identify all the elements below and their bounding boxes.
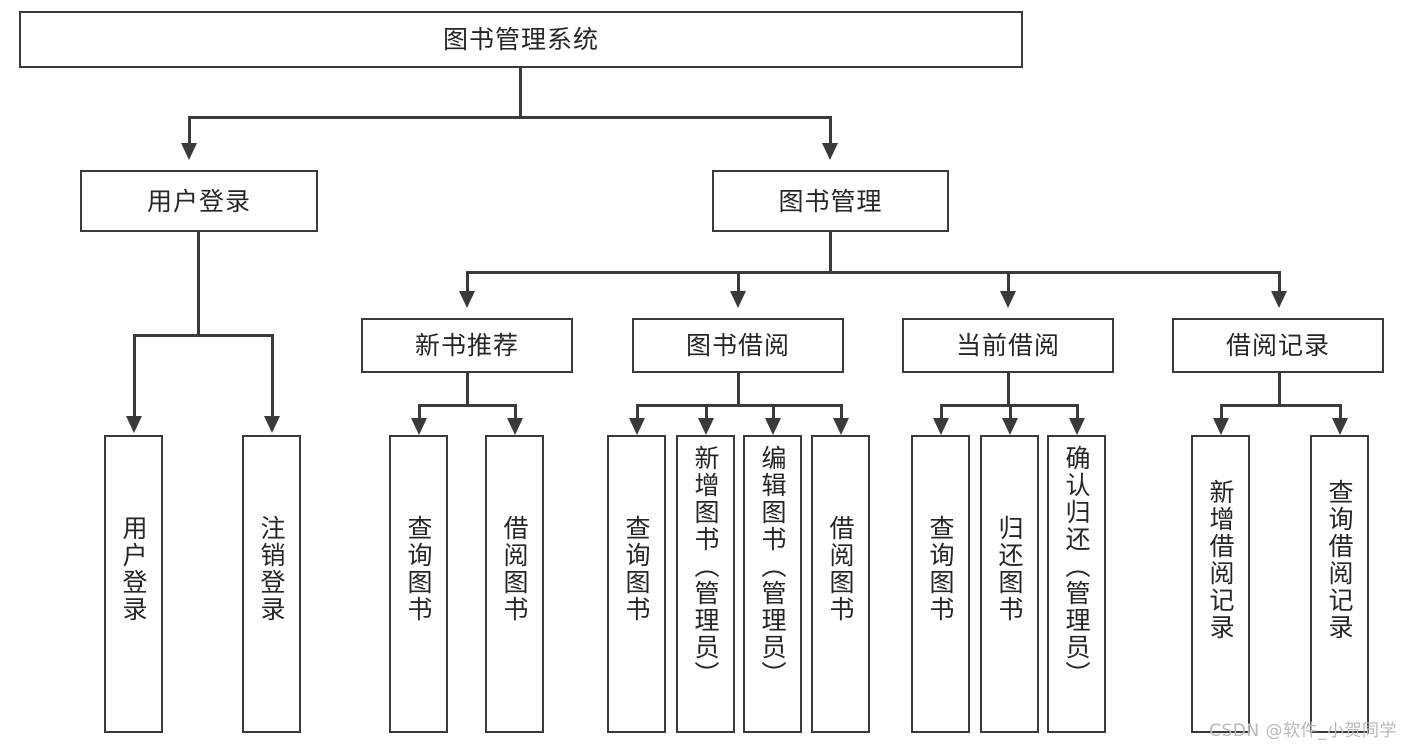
arrowhead-bb-leaf-4 (833, 418, 849, 435)
edge-bm-to-book-borrow (737, 271, 740, 293)
node-label: 新增借阅记录 (1206, 479, 1235, 641)
edge-cb-to-leaf-1 (940, 404, 943, 420)
edge-borrow-record-stem (1278, 373, 1281, 406)
node-label: 查询图书 (926, 515, 955, 623)
arrowhead-user-login-leaf-1 (126, 416, 142, 433)
arrowhead-new-book-recommend (459, 291, 475, 308)
edge-book-management-bar (466, 271, 1278, 274)
edge-cb-to-leaf-2 (1009, 404, 1012, 420)
edge-new-book-to-leaf-2 (514, 404, 517, 420)
leaf-current-borrow-return-book[interactable]: 归还图书 (980, 435, 1039, 733)
node-label: 查询图书 (404, 515, 433, 623)
edge-bb-to-leaf-2 (705, 404, 708, 420)
arrowhead-to-user-login (181, 143, 197, 160)
arrowhead-to-book-management (822, 143, 838, 160)
edge-current-borrow-stem (1007, 373, 1010, 406)
edge-root-to-user-login (188, 116, 191, 145)
node-label: 用户登录 (146, 186, 251, 216)
node-label: 当前借阅 (955, 331, 1060, 360)
arrowhead-bb-leaf-1 (629, 418, 645, 435)
arrowhead-borrow-record (1271, 291, 1287, 308)
edge-br-to-leaf-1 (1220, 404, 1223, 420)
edge-borrow-record-bar (1220, 404, 1341, 407)
edge-cb-to-leaf-3 (1076, 404, 1079, 420)
arrowhead-cb-leaf-1 (933, 418, 949, 435)
node-book-management[interactable]: 图书管理 (712, 170, 949, 232)
edge-root-bar (188, 116, 831, 119)
node-label: 用户登录 (119, 515, 148, 623)
leaf-book-borrow-query-book[interactable]: 查询图书 (607, 435, 666, 733)
node-label: 新书推荐 (414, 331, 519, 360)
arrowhead-bb-leaf-2 (698, 418, 714, 435)
csdn-watermark: CSDN @软件_小贺同学 (1209, 721, 1397, 741)
node-borrow-record[interactable]: 借阅记录 (1172, 318, 1384, 373)
edge-bm-to-borrow-record (1278, 271, 1281, 293)
arrowhead-book-borrow (730, 291, 746, 308)
leaf-current-borrow-confirm-return-admin[interactable]: 确认归还（管理员） (1047, 435, 1106, 733)
node-label: 借阅记录 (1225, 331, 1330, 360)
leaf-current-borrow-query-book[interactable]: 查询图书 (911, 435, 970, 733)
edge-book-management-stem (829, 232, 832, 273)
edge-book-borrow-bar (636, 404, 842, 407)
edge-root-stem (519, 68, 522, 117)
edge-user-login-to-leaf-1 (133, 334, 136, 418)
arrowhead-current-borrow (1000, 291, 1016, 308)
node-user-login[interactable]: 用户登录 (80, 170, 318, 232)
arrowhead-br-leaf-1 (1213, 418, 1229, 435)
node-label: 借阅图书 (500, 515, 529, 623)
leaf-borrow-record-query-record[interactable]: 查询借阅记录 (1310, 435, 1369, 733)
edge-bb-to-leaf-1 (636, 404, 639, 420)
edge-user-login-to-leaf-2 (271, 334, 274, 418)
leaf-new-book-query-book[interactable]: 查询图书 (389, 435, 448, 733)
arrowhead-cb-leaf-3 (1069, 418, 1085, 435)
node-new-book-recommend[interactable]: 新书推荐 (361, 318, 573, 373)
node-label: 图书借阅 (685, 331, 790, 360)
node-label: 图书管理 (778, 186, 883, 216)
leaf-borrow-record-add-record[interactable]: 新增借阅记录 (1191, 435, 1250, 733)
node-label: 归还图书 (995, 515, 1024, 623)
edge-user-login-stem (197, 232, 200, 336)
edge-bm-to-current-borrow (1007, 271, 1010, 293)
node-label: 查询借阅记录 (1325, 479, 1354, 641)
edge-new-book-bar (418, 404, 516, 407)
edge-br-to-leaf-2 (1339, 404, 1342, 420)
edge-bb-to-leaf-3 (772, 404, 775, 420)
node-book-borrow[interactable]: 图书借阅 (632, 318, 844, 373)
leaf-user-login-login[interactable]: 用户登录 (104, 435, 163, 733)
arrowhead-cb-leaf-2 (1002, 418, 1018, 435)
arrowhead-br-leaf-2 (1332, 418, 1348, 435)
node-label: 借阅图书 (826, 515, 855, 623)
arrowhead-bb-leaf-3 (765, 418, 781, 435)
node-current-borrow[interactable]: 当前借阅 (902, 318, 1114, 373)
node-root-book-management-system[interactable]: 图书管理系统 (19, 11, 1023, 68)
arrowhead-user-login-leaf-2 (264, 416, 280, 433)
arrowhead-new-book-leaf-2 (507, 418, 523, 435)
node-label: 注销登录 (257, 515, 286, 623)
arrowhead-new-book-leaf-1 (411, 418, 427, 435)
edge-bm-to-new-book (466, 271, 469, 293)
edge-new-book-stem (466, 373, 469, 406)
edge-book-borrow-stem (737, 373, 740, 406)
node-label: 编辑图书（管理员） (758, 445, 787, 688)
node-label: 查询图书 (622, 515, 651, 623)
edge-bb-to-leaf-4 (840, 404, 843, 420)
leaf-new-book-borrow-book[interactable]: 借阅图书 (485, 435, 544, 733)
node-label: 新增图书（管理员） (691, 445, 720, 688)
leaf-book-borrow-borrow-book[interactable]: 借阅图书 (811, 435, 870, 733)
node-label: 确认归还（管理员） (1062, 445, 1091, 688)
edge-new-book-to-leaf-1 (418, 404, 421, 420)
edge-user-login-bar (133, 334, 273, 337)
node-label: 图书管理系统 (442, 25, 599, 54)
edge-root-to-book-management (829, 116, 832, 145)
leaf-user-login-logout[interactable]: 注销登录 (242, 435, 301, 733)
leaf-book-borrow-add-book-admin[interactable]: 新增图书（管理员） (676, 435, 735, 733)
leaf-book-borrow-edit-book-admin[interactable]: 编辑图书（管理员） (743, 435, 802, 733)
